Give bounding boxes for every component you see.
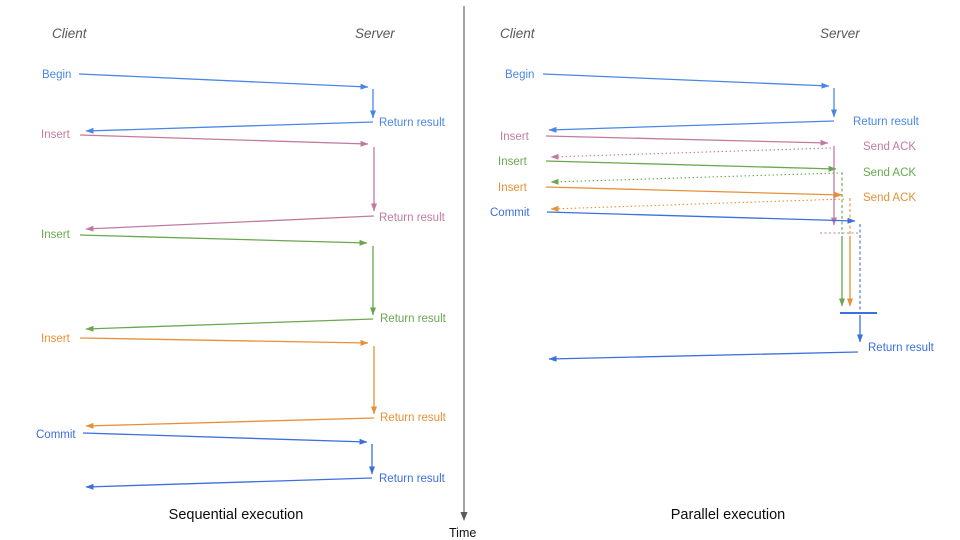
left-insert3-return-label: Return result	[380, 412, 447, 424]
left-begin-request-arrow	[78, 73, 369, 90]
left-insert3-label: Insert	[41, 333, 71, 345]
left-commit-return-label: Return result	[379, 473, 446, 485]
left-insert1-label: Insert	[41, 129, 71, 141]
right-begin-label: Begin	[505, 69, 534, 81]
right-insert3-label: Insert	[498, 182, 528, 194]
left-insert2-label: Insert	[41, 229, 71, 241]
left-insert1-request-arrow	[79, 134, 369, 147]
right-final-return-label: Return result	[868, 342, 935, 354]
right-commit-label: Commit	[490, 207, 530, 219]
right-panel-title: Parallel execution	[671, 507, 785, 523]
right-client-header: Client	[500, 26, 536, 41]
right-insert3-ack-label: Send ACK	[863, 192, 916, 204]
right-insert2-label: Insert	[498, 156, 528, 168]
right-begin-return-arrow	[548, 120, 835, 133]
left-server-header: Server	[355, 26, 395, 41]
right-insert3-ack-dotted-arrow	[550, 198, 845, 212]
right-insert3-request-arrow	[545, 186, 843, 198]
left-insert1-return-label: Return result	[379, 212, 446, 224]
time-axis-label: Time	[449, 526, 476, 540]
left-commit-label: Commit	[36, 429, 76, 441]
left-insert2-request-arrow	[79, 234, 368, 246]
left-begin-return-arrow	[85, 121, 374, 134]
left-begin-return-label: Return result	[379, 117, 446, 129]
left-commit-return-arrow	[85, 477, 373, 490]
right-server-header: Server	[820, 26, 860, 41]
right-insert2-ack-label: Send ACK	[863, 167, 916, 179]
right-insert1-label: Insert	[500, 131, 530, 143]
right-begin-request-arrow	[542, 73, 830, 89]
right-insert2-request-arrow	[545, 160, 837, 172]
left-begin-label: Begin	[42, 69, 71, 81]
right-insert1-request-arrow	[545, 135, 829, 146]
left-insert3-request-arrow	[79, 337, 369, 346]
left-insert3-return-arrow	[85, 417, 375, 429]
left-insert2-return-label: Return result	[380, 313, 447, 325]
right-begin-return-label: Return result	[853, 116, 920, 128]
left-insert1-return-arrow	[85, 215, 375, 232]
right-final-return-arrow	[548, 351, 859, 362]
right-commit-request-arrow	[546, 211, 856, 224]
left-client-header: Client	[52, 26, 88, 41]
left-panel-title: Sequential execution	[169, 507, 304, 523]
left-commit-request-arrow	[82, 432, 368, 445]
right-insert1-ack-dotted-arrow	[550, 147, 832, 160]
right-insert1-ack-label: Send ACK	[863, 141, 916, 153]
left-insert2-return-arrow	[85, 318, 374, 332]
right-insert2-ack-dotted-arrow	[550, 172, 839, 185]
